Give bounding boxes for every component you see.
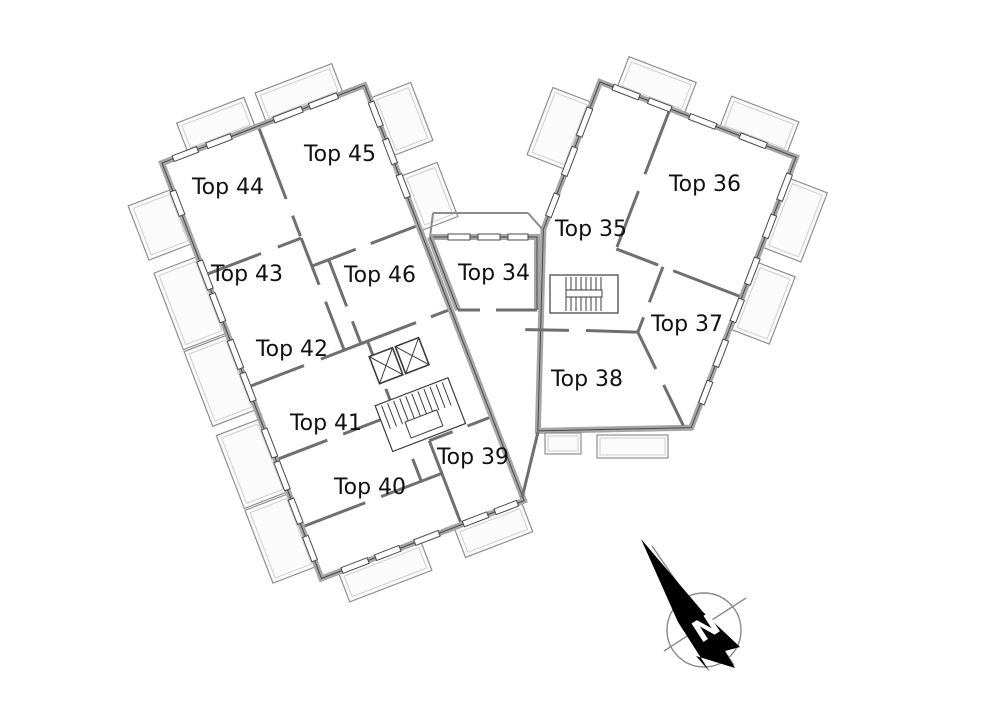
elevator-icon (368, 336, 431, 385)
unit-label-top-42: Top 42 (255, 337, 328, 362)
unit-labels: Top 34 Top 35 Top 36 Top 37 Top 38 Top 3… (191, 142, 741, 500)
north-arrow-icon: N (641, 539, 747, 672)
stairs-icon-left-wing (374, 377, 467, 453)
unit-label-top-34: Top 34 (457, 261, 530, 286)
central-core (427, 212, 669, 499)
unit-label-top-38: Top 38 (550, 367, 623, 392)
unit-label-top-41: Top 41 (289, 411, 362, 436)
right-wing-bottom-balconies (544, 432, 669, 459)
right-wing-balconies (526, 55, 829, 345)
terrace-wall (429, 212, 544, 238)
unit-label-top-46: Top 46 (343, 263, 416, 288)
stairs-icon-right-wing (549, 274, 619, 314)
unit-label-top-44: Top 44 (191, 175, 264, 200)
unit-label-top-37: Top 37 (650, 312, 723, 337)
right-wing-floor (537, 82, 797, 431)
right-wing-partitions (525, 111, 741, 427)
unit-label-top-36: Top 36 (668, 172, 741, 197)
unit-top-34-area (430, 237, 537, 310)
top34-windows (447, 233, 529, 241)
unit-label-top-39: Top 39 (436, 445, 509, 470)
left-wing (127, 62, 534, 603)
unit-label-top-45: Top 45 (303, 142, 376, 167)
unit-label-top-43: Top 43 (210, 262, 283, 287)
left-wing-windows (169, 92, 520, 575)
unit-label-top-35: Top 35 (554, 217, 627, 242)
right-wing-windows (544, 83, 794, 406)
right-wing (525, 55, 829, 434)
unit-label-top-40: Top 40 (333, 475, 406, 500)
